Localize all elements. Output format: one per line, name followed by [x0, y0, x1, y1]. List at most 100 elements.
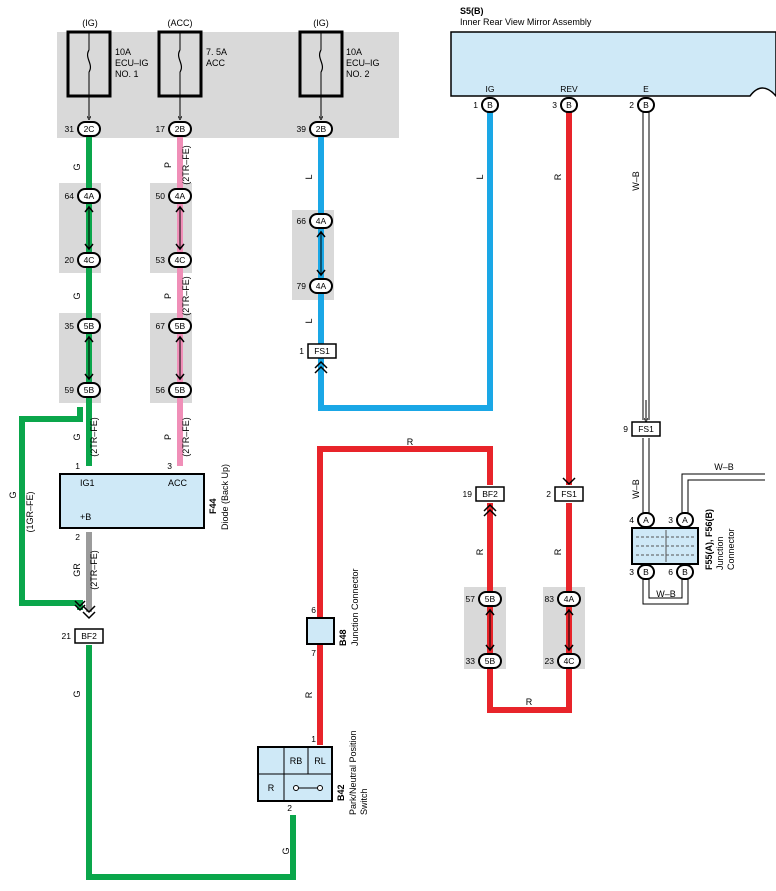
- b48-name: Junction Connector: [350, 568, 360, 646]
- pin-conn: B: [643, 567, 649, 577]
- wire-label-l: L: [304, 174, 314, 179]
- fuse-source: (IG): [313, 18, 329, 28]
- wire-blue-ig: [318, 112, 493, 411]
- junction-connector-b48: 6 7 B48 Junction Connector: [306, 568, 360, 658]
- wire-label-wb: W–B: [656, 589, 676, 599]
- park-neutral-switch-b42: 1 RB RL R 2 B42 Park/Neutral Position Sw…: [257, 730, 369, 815]
- pin-conn: FS1: [314, 346, 330, 356]
- pin-conn: B: [643, 100, 649, 110]
- wire-label-2tr: (2TR–FE): [89, 417, 99, 457]
- pin-num: 83: [545, 594, 555, 604]
- pin-conn: 2B: [316, 124, 327, 134]
- f55-code: F55(A), F56(B): [704, 509, 714, 570]
- diode-name: Diode (Back Up): [220, 464, 230, 530]
- wire-label-r: R: [553, 173, 563, 180]
- fuse-line2: NO. 1: [115, 69, 139, 79]
- mirror-assembly: S5(B) Inner Rear View Mirror Assembly IG…: [450, 6, 776, 113]
- pin-conn: A: [682, 515, 688, 525]
- wire-label-2tr: (2TR–FE): [89, 550, 99, 590]
- pin-num: 53: [156, 255, 166, 265]
- diode-b-label: +B: [80, 512, 91, 522]
- pin-num: 79: [297, 281, 307, 291]
- pin-conn: 5B: [84, 385, 95, 395]
- f55-name2: Connector: [726, 528, 736, 570]
- pin-num: 21: [62, 631, 72, 641]
- pin-num: 6: [668, 567, 673, 577]
- pin-conn: 4C: [564, 656, 575, 666]
- pin-conn: 4A: [316, 281, 327, 291]
- pin-num: 2: [629, 100, 634, 110]
- pin-conn: B: [487, 100, 493, 110]
- pin-2b-acc: 2B 17: [156, 121, 192, 137]
- fuse-line1: ECU–IG: [115, 58, 149, 68]
- b42-rb: RB: [290, 756, 303, 766]
- pin-num: 1: [299, 346, 304, 356]
- pin-num: 3: [552, 100, 557, 110]
- wire-label-g: G: [72, 433, 82, 440]
- pin-conn: 4A: [564, 594, 575, 604]
- pin-conn: 4C: [175, 255, 186, 265]
- b42-r: R: [268, 783, 275, 793]
- pin-conn: B: [682, 567, 688, 577]
- wire-label-p: P: [163, 293, 173, 299]
- inline-c5: 4A 66 4A 79: [297, 213, 333, 294]
- pin-conn: 4A: [84, 191, 95, 201]
- pin-num: 9: [623, 424, 628, 434]
- pin-conn: BF2: [81, 631, 97, 641]
- junction-connector-f55-f56: A 4 A 3 B 3 B 6 F55(A), F56(B) Junction …: [629, 509, 736, 580]
- pin-num: 17: [156, 124, 166, 134]
- wire-label-2tr: (2TR–FE): [181, 145, 191, 185]
- wire-label-r: R: [475, 548, 485, 555]
- pin-num: 59: [65, 385, 75, 395]
- pin-num: 6: [311, 605, 316, 615]
- terminal-e: E: [643, 84, 649, 94]
- pin-num: 35: [65, 321, 75, 331]
- b42-name2: Switch: [359, 788, 369, 815]
- terminal-ig: IG: [486, 84, 495, 94]
- pin-num: 7: [311, 648, 316, 658]
- pin-num: 56: [156, 385, 166, 395]
- pin-conn: 2B: [175, 124, 186, 134]
- wire-wb-e: [642, 112, 650, 420]
- b42-name1: Park/Neutral Position: [348, 730, 358, 815]
- fuse-line2: NO. 2: [346, 69, 370, 79]
- connector-fs1-wb: FS1 9: [623, 421, 661, 437]
- pin-conn: 5B: [175, 321, 186, 331]
- inline-c1: 4A 64 4C 20: [65, 188, 101, 268]
- pin-num: 1: [473, 100, 478, 110]
- pin-num: 1: [311, 734, 316, 744]
- pin-num: 2: [75, 532, 80, 542]
- diode-ig1-label: IG1: [80, 478, 95, 488]
- diode-f44: 1 3 IG1 ACC +B 2 F44 Diode (Back Up): [59, 461, 230, 542]
- connector-pins: 2C 31 2B 17 2B 39 4A 64 4C 20 5B 3: [62, 121, 661, 669]
- pin-num: 4: [629, 515, 634, 525]
- wire-label-2tr: (2TR–FE): [181, 417, 191, 457]
- wire-label-l: L: [475, 174, 485, 179]
- pin-num: 64: [65, 191, 75, 201]
- pin-conn: 4A: [175, 191, 186, 201]
- connector-fs1-red: FS1 2: [546, 477, 584, 502]
- fuse-source: (ACC): [168, 18, 193, 28]
- b48-code: B48: [338, 629, 348, 646]
- wire-label-wb: W–B: [631, 171, 641, 191]
- pin-num: 3: [167, 461, 172, 471]
- wire-label-wb: W–B: [714, 462, 734, 472]
- fuse-rating: 7. 5A: [206, 47, 227, 57]
- wire-labels: G G G (2TR–FE) P (2TR–FE) P (2TR–FE) P (…: [8, 145, 734, 854]
- pin-2c: 2C 31: [65, 121, 101, 137]
- inline-c6: 5B 57 5B 33: [466, 591, 502, 669]
- pin-num: 19: [463, 489, 473, 499]
- pin-num: 31: [65, 124, 75, 134]
- pin-conn: BF2: [482, 489, 498, 499]
- inline-c3: 4A 50 4C 53: [156, 188, 192, 268]
- wire-label-g: G: [72, 690, 82, 697]
- pin-conn: FS1: [561, 489, 577, 499]
- pin-conn: 5B: [84, 321, 95, 331]
- pin-num: 23: [545, 656, 555, 666]
- wire-label-g: G: [72, 292, 82, 299]
- wire-label-g: G: [72, 163, 82, 170]
- fuse-source: (IG): [82, 18, 98, 28]
- pin-num: 20: [65, 255, 75, 265]
- pin-2b-ig: 2B 39: [297, 121, 333, 137]
- wire-label-gr: GR: [72, 563, 82, 577]
